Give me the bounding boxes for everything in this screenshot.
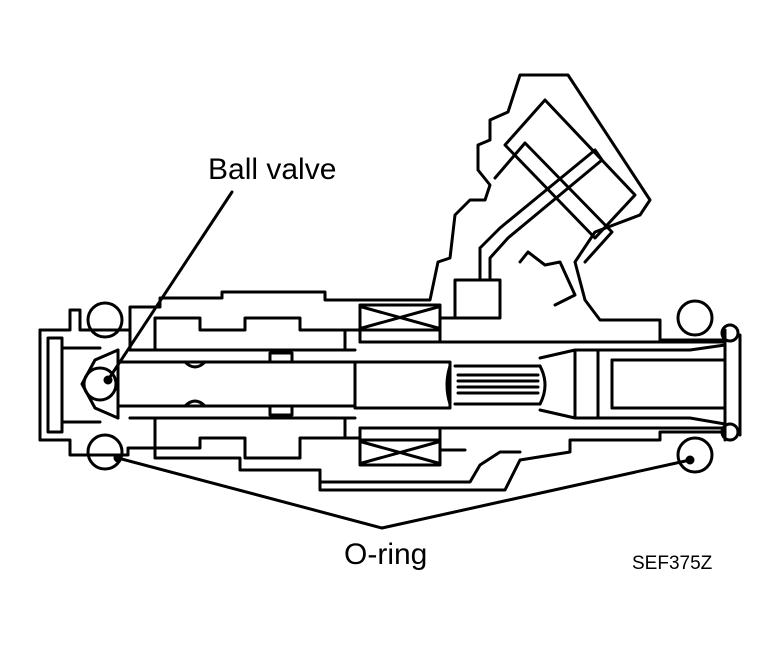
o-ring-front-upper xyxy=(86,301,124,339)
nozzle-tip-inner xyxy=(46,336,64,434)
o-ring-rear-lower xyxy=(676,436,714,474)
leader-ball-valve-dot xyxy=(103,375,113,385)
leader-ball-valve xyxy=(106,190,234,382)
connector-housing-inner xyxy=(493,141,614,264)
leader-o-ring-rear xyxy=(380,458,692,530)
guide-lug-lower xyxy=(268,404,294,417)
leader-o-ring-front-dot xyxy=(113,453,123,463)
spring xyxy=(445,364,547,406)
valve-seat xyxy=(80,348,120,420)
connector-notch xyxy=(518,250,577,307)
adjusting-pipe-lower xyxy=(538,408,727,426)
solenoid-coil-lower xyxy=(358,438,442,467)
ball-valve xyxy=(82,366,118,402)
filter-ring-upper xyxy=(720,323,740,343)
leader-o-ring-front xyxy=(116,456,384,530)
o-ring-rear-upper xyxy=(676,299,714,337)
filter-ring-lower xyxy=(720,422,740,442)
figure-code: SEF375Z xyxy=(632,553,713,574)
guide-notch-lower xyxy=(183,399,207,408)
solenoid-coil-upper xyxy=(358,303,442,332)
body-outline-top xyxy=(38,73,727,342)
ball-valve-label: Ball valve xyxy=(208,153,337,186)
guide-notch-upper xyxy=(183,360,207,369)
adjusting-pipe xyxy=(538,343,727,360)
armature xyxy=(353,360,452,410)
o-ring-label: O-ring xyxy=(344,538,428,571)
connector-housing xyxy=(503,98,637,240)
leader-o-ring-rear-dot xyxy=(685,455,695,465)
o-ring-front-lower xyxy=(86,433,124,471)
body-step-upper xyxy=(128,316,347,352)
body-step-lower xyxy=(128,416,347,460)
guide-lug-upper xyxy=(268,351,294,364)
connector-pin xyxy=(478,148,604,280)
terminal-block xyxy=(453,278,502,320)
coil-case-lower xyxy=(318,450,522,484)
